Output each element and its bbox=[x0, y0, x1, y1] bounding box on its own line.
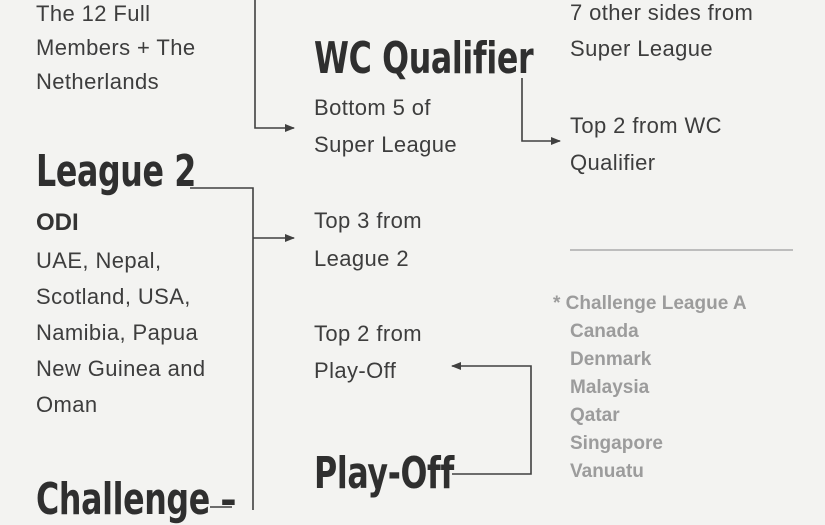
top2-playoff-desc-line: Play-Off bbox=[314, 358, 397, 383]
league2-team-line: New Guinea and bbox=[36, 356, 206, 381]
top2-wc-text: Top 2 from WC Qualifier bbox=[570, 107, 722, 181]
challenge-a-team: Vanuatu bbox=[570, 461, 644, 482]
league2-bracket-line bbox=[190, 187, 254, 510]
league2-teams: UAE, Nepal, Scotland, USA, Namibia, Papu… bbox=[36, 243, 205, 423]
league2-team-line: Oman bbox=[36, 392, 98, 417]
challenge-league-a-title: * Challenge League A bbox=[553, 293, 747, 314]
top3-league2-desc: Top 3 from League 2 bbox=[314, 202, 422, 278]
challenge-a-team: Canada bbox=[570, 321, 639, 342]
challenge-a-team: Denmark bbox=[570, 349, 652, 370]
section-divider bbox=[570, 249, 793, 251]
challenge-a-team: Qatar bbox=[570, 405, 620, 426]
challenge-a-team: Singapore bbox=[570, 433, 663, 454]
arrow-wc-qualifier-to-top2 bbox=[521, 78, 561, 145]
top3-desc-line: League 2 bbox=[314, 246, 409, 271]
wc-qualifier-desc-line: Bottom 5 of bbox=[314, 95, 431, 120]
arrow-full-members-to-wc-qualifier bbox=[254, 0, 295, 132]
challenge-a-team: Malaysia bbox=[570, 377, 650, 398]
top3-desc-line: Top 3 from bbox=[314, 208, 422, 233]
full-members-text: The 12 Full Members + The Netherlands bbox=[36, 0, 195, 99]
full-members-line: Netherlands bbox=[36, 69, 160, 94]
league2-heading: League 2 bbox=[36, 146, 196, 197]
full-members-line: Members + The bbox=[36, 35, 196, 60]
playoff-heading: Play-Off bbox=[314, 448, 454, 499]
top2-playoff-desc: Top 2 from Play-Off bbox=[314, 315, 422, 389]
other-sides-line: Super League bbox=[570, 36, 714, 61]
full-members-line: The 12 Full bbox=[36, 1, 151, 26]
challenge-league-a-teams: Canada Denmark Malaysia Qatar Singapore … bbox=[570, 318, 663, 486]
other-sides-text: 7 other sides from Super League bbox=[570, 0, 753, 67]
wc-qualifier-desc: Bottom 5 of Super League bbox=[314, 89, 457, 163]
wc-qualifier-desc-line: Super League bbox=[314, 132, 458, 157]
league2-team-line: UAE, Nepal, bbox=[36, 248, 162, 273]
league2-team-line: Namibia, Papua bbox=[36, 320, 199, 345]
top2-wc-line: Top 2 from WC bbox=[570, 113, 722, 138]
league2-format: ODI bbox=[36, 209, 79, 236]
league2-team-line: Scotland, USA, bbox=[36, 284, 191, 309]
other-sides-line: 7 other sides from bbox=[570, 0, 754, 25]
arrow-playoff-to-top2 bbox=[451, 362, 532, 475]
top2-wc-line: Qualifier bbox=[570, 150, 656, 175]
wc-qualifier-heading: WC Qualifier bbox=[314, 33, 534, 84]
connector-lines bbox=[190, 0, 561, 510]
top2-playoff-desc-line: Top 2 from bbox=[314, 321, 422, 346]
